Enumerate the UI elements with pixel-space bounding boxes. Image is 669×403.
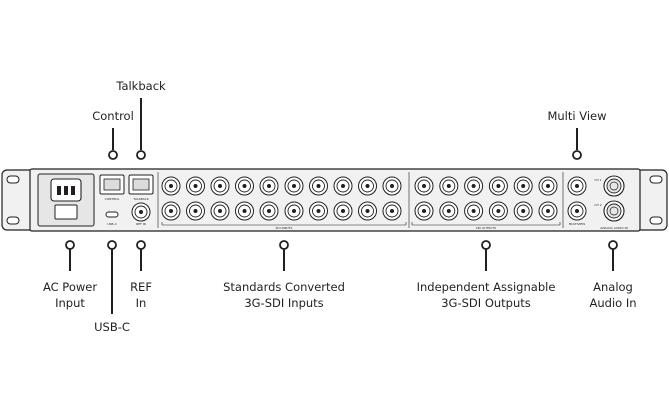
chassis-body	[29, 168, 641, 232]
sdi-output-connector	[488, 201, 508, 221]
ch1-label: CH 1	[594, 178, 601, 182]
callout-line: Standards Converted	[223, 280, 345, 294]
sdi-output-connector	[414, 201, 434, 221]
usb-c-leader	[107, 240, 117, 314]
sdi-input-connector	[235, 201, 254, 221]
talkback-port	[128, 174, 154, 195]
multiview-label: MULTIVIEW	[569, 222, 586, 226]
sdi-input-connector	[259, 176, 279, 196]
callout-line: Multi View	[547, 109, 607, 123]
sdi-input-connector	[259, 201, 279, 221]
callout-line: Audio In	[589, 296, 637, 310]
sdi-output-connector	[538, 201, 558, 221]
usb-c-port-label: USB-C	[107, 222, 116, 226]
control-leader	[108, 128, 118, 160]
ac-power-leader	[65, 240, 75, 271]
ref-in-leader	[136, 240, 146, 271]
sdi-input-connector	[235, 176, 254, 196]
analog-audio-label: ANALOG AUDIO IN	[600, 226, 627, 230]
ch2-label: CH 2	[594, 203, 601, 207]
callout-line: 3G-SDI Inputs	[244, 296, 324, 310]
multi-view-leader	[572, 128, 582, 160]
callout-line: Control	[92, 109, 134, 123]
sdi-input-connector	[382, 201, 402, 221]
callout-standards-converted-inputs: Standards Converted 3G-SDI Inputs	[223, 279, 345, 311]
callout-multi-view: Multi View	[547, 108, 606, 124]
multiview-connector-top	[567, 176, 587, 196]
callout-talkback: Talkback	[116, 78, 165, 94]
callout-ac-power-input: AC Power Input	[43, 279, 97, 311]
sdi-input-connector	[161, 201, 181, 221]
analog-audio-leader	[608, 240, 618, 271]
sdi-output-connector	[464, 176, 484, 196]
sdi-output-connector	[488, 176, 508, 196]
sdi-output-connector	[414, 176, 434, 196]
sdi-input-connector	[284, 201, 304, 221]
sdi-input-connector	[358, 176, 377, 196]
sdi-outputs-label: SDI OUTPUTS	[476, 226, 496, 230]
callout-line: USB-C	[94, 320, 130, 334]
sdi-input-connector	[210, 176, 230, 196]
sdi-output-connector	[513, 176, 533, 196]
callout-line: Talkback	[116, 79, 166, 93]
sdi-outputs-bracket	[411, 222, 561, 226]
callout-line: AC Power	[42, 280, 98, 294]
multiview-connector-bottom	[567, 201, 587, 221]
sdi-inputs-leader	[279, 240, 289, 271]
sdi-input-connector	[358, 201, 377, 221]
sdi-outputs-group	[414, 176, 558, 221]
callout-line: Input	[55, 296, 85, 310]
sdi-output-connector	[464, 201, 484, 221]
sdi-inputs-bracket	[161, 222, 407, 226]
ref-in-label: REF IN	[136, 222, 146, 226]
callout-line: Independent Assignable	[416, 280, 556, 294]
talkback-port-label: TALKBACK	[132, 197, 149, 201]
sdi-output-connector	[439, 201, 459, 221]
sdi-input-connector	[284, 176, 304, 196]
callout-usb-c: USB-C	[94, 319, 130, 335]
callout-control: Control	[92, 108, 134, 124]
sdi-input-connector	[161, 176, 181, 196]
sdi-inputs-label: SDI INPUTS	[276, 226, 293, 230]
sdi-output-connector	[439, 176, 459, 196]
callout-independent-assignable-outputs: Independent Assignable 3G-SDI Outputs	[417, 279, 556, 311]
sdi-input-connector	[333, 176, 353, 196]
callout-line: Analog	[593, 280, 633, 294]
sdi-output-connector	[513, 201, 533, 221]
talkback-leader	[136, 98, 146, 160]
sdi-input-connector	[186, 201, 205, 221]
sdi-input-connector	[333, 201, 353, 221]
ac-power-socket	[37, 173, 95, 227]
sdi-outputs-leader	[481, 240, 491, 271]
sdi-input-connector	[382, 176, 402, 196]
analog-audio-ch2-connector	[603, 200, 625, 222]
sdi-inputs-group	[161, 176, 402, 221]
sdi-input-connector	[309, 201, 328, 221]
sdi-input-connector	[309, 176, 328, 196]
callout-line: REF	[130, 280, 152, 294]
callout-analog-audio-in: Analog Audio In	[589, 279, 636, 311]
sdi-output-connector	[538, 176, 558, 196]
sdi-input-connector	[210, 201, 230, 221]
callout-line: 3G-SDI Outputs	[441, 296, 531, 310]
control-port-label: CONTROL	[105, 197, 120, 201]
callout-ref-in: REF In	[130, 279, 152, 311]
control-port	[99, 174, 125, 195]
sdi-input-connector	[186, 176, 205, 196]
callout-line: In	[135, 296, 147, 310]
analog-audio-ch1-connector	[603, 175, 625, 197]
ref-in-connector	[131, 202, 151, 222]
usb-c-port	[105, 211, 119, 218]
